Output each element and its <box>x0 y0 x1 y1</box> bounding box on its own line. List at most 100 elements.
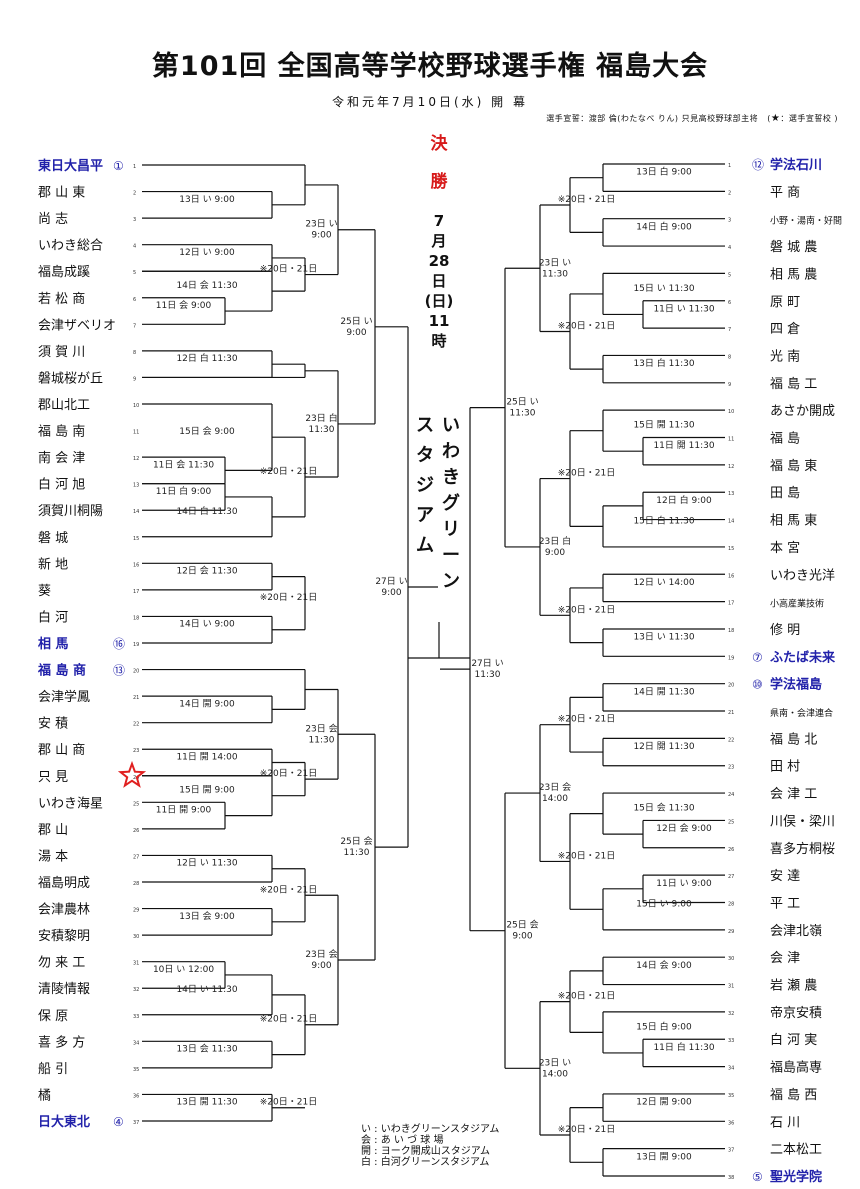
oath-note: 選手宣誓：渡部 倫(わたなべ りん) 只見高校野球部主将 (★：選手宣誓校 ) <box>546 113 838 124</box>
draw-number: 17 <box>133 589 139 595</box>
team-name: 保 原 <box>38 1009 68 1024</box>
draw-number: 34 <box>728 1066 734 1072</box>
draw-number: 4 <box>133 244 136 250</box>
oath-star-icon <box>117 760 147 788</box>
match-label: ※20日・21日 <box>260 1014 317 1025</box>
final-date: 7 <box>434 212 444 230</box>
match-label: 11日 い 11:30 <box>653 303 714 314</box>
match-label: 15日 い 11:30 <box>633 283 694 294</box>
team-name: 会津北嶺 <box>770 924 822 939</box>
match-label: ※20日・21日 <box>260 264 317 275</box>
draw-number: 14 <box>728 519 734 525</box>
team-name: 磐 城 <box>38 531 68 546</box>
match-label: 11日 会 11:30 <box>153 458 214 470</box>
team-name: 郡 山 商 <box>38 743 85 758</box>
team-name: 本 宮 <box>770 540 800 556</box>
final-date: 月 <box>430 232 446 250</box>
team-name: 白 河 実 <box>770 1032 817 1048</box>
star-marker: ★ <box>770 113 781 124</box>
draw-number: 27 <box>133 854 139 860</box>
team-name: 湯 本 <box>38 849 68 864</box>
match-label: 14日 開 9:00 <box>179 698 235 709</box>
team-name: 会津学鳳 <box>38 689 90 705</box>
team-name: 福 島 東 <box>770 458 817 474</box>
team-name: 福 島 西 <box>770 1088 817 1103</box>
match-label: 23日 白 <box>539 535 571 547</box>
draw-number: 24 <box>728 792 734 798</box>
seed-marker: ④ <box>113 1115 124 1129</box>
team-name: 相 馬 農 <box>770 267 817 282</box>
match-label: 12日 い 9:00 <box>179 247 235 258</box>
team-name: 石 川 <box>770 1115 800 1130</box>
draw-number: 28 <box>728 901 734 907</box>
match-label: 13日 白 11:30 <box>633 357 694 369</box>
match-label: 12日 開 11:30 <box>633 741 694 752</box>
match-label: 27日 い <box>471 658 503 669</box>
team-name: 会津ザベリオ <box>38 318 116 333</box>
team-name: 聖光学院 <box>770 1169 822 1185</box>
match-label: 12日 開 9:00 <box>636 1097 692 1108</box>
final-venue: ン <box>442 571 460 592</box>
team-name: 福 島 商 <box>37 663 86 679</box>
team-name: 須賀川桐陽 <box>38 504 103 519</box>
team-name: 田 島 <box>770 486 800 501</box>
draw-number: 31 <box>728 984 734 990</box>
final-venue: グ <box>442 492 460 514</box>
match-label: 14日 開 11:30 <box>633 686 694 697</box>
match-label: 13日 会 11:30 <box>176 1043 237 1055</box>
match-label: 14日 会 9:00 <box>636 959 692 971</box>
draw-number: 19 <box>728 655 734 661</box>
final-venue: ム <box>416 535 434 556</box>
match-label: ※20日・21日 <box>558 850 615 861</box>
team-name: 会津農林 <box>38 903 90 918</box>
final-date: (日) <box>425 292 454 310</box>
draw-number: 12 <box>133 456 139 462</box>
team-name: 船 引 <box>38 1062 68 1077</box>
draw-number: 29 <box>728 929 734 935</box>
match-label: 11日 開 11:30 <box>653 440 714 451</box>
team-name: 小高産業技術 <box>770 598 824 610</box>
match-label: 15日 白 11:30 <box>633 514 694 526</box>
match-label: 25日 い <box>340 316 372 327</box>
draw-number: 16 <box>728 573 734 579</box>
match-label: 15日 会 9:00 <box>179 425 235 437</box>
draw-number: 35 <box>728 1093 734 1099</box>
final-venue: ー <box>442 545 460 566</box>
match-label: 14:00 <box>542 794 568 804</box>
team-name: 清陵情報 <box>38 982 90 997</box>
seed-marker: ⑩ <box>752 678 763 692</box>
match-label: 11日 い 9:00 <box>656 878 712 889</box>
team-name: 葵 <box>38 584 51 599</box>
match-label: 11:30 <box>344 848 370 858</box>
match-label: 9:00 <box>545 548 565 558</box>
draw-number: 17 <box>728 601 734 607</box>
team-name: 須 賀 川 <box>38 345 85 360</box>
draw-number: 30 <box>133 934 139 940</box>
match-label: 13日 開 11:30 <box>176 1097 237 1108</box>
team-name: 郡 山 東 <box>38 185 85 201</box>
draw-number: 3 <box>133 217 136 223</box>
oath-text: 選手宣誓：渡部 倫(わたなべ りん) 只見高校野球部主将 <box>546 114 759 123</box>
match-label: 9:00 <box>381 588 401 598</box>
draw-number: 16 <box>133 562 139 568</box>
match-label: 12日 い 11:30 <box>176 858 237 869</box>
team-name: 川俣・梁川 <box>770 814 835 829</box>
match-label: 27日 い <box>375 576 407 587</box>
match-label: 23日 会 <box>305 722 337 734</box>
match-label: 13日 会 9:00 <box>179 910 235 922</box>
oath-paren: ( <box>767 114 771 123</box>
final-venue: ア <box>416 505 434 526</box>
team-name: 安 達 <box>770 869 800 884</box>
match-label: 23日 会 <box>305 948 337 960</box>
draw-number: 5 <box>133 270 136 276</box>
match-label: 15日 開 9:00 <box>179 785 235 796</box>
team-name: 日大東北 <box>38 1114 90 1130</box>
draw-number: 22 <box>728 737 734 743</box>
final-venue: わ <box>442 441 460 462</box>
legend-row: 会 : あ い づ 球 場 <box>361 1135 444 1146</box>
team-name: 福 島 <box>770 432 800 447</box>
draw-number: 21 <box>133 695 139 701</box>
seed-marker: ⑯ <box>113 637 125 651</box>
match-label: 11:30 <box>542 269 568 279</box>
team-name: いわき光洋 <box>770 568 835 583</box>
